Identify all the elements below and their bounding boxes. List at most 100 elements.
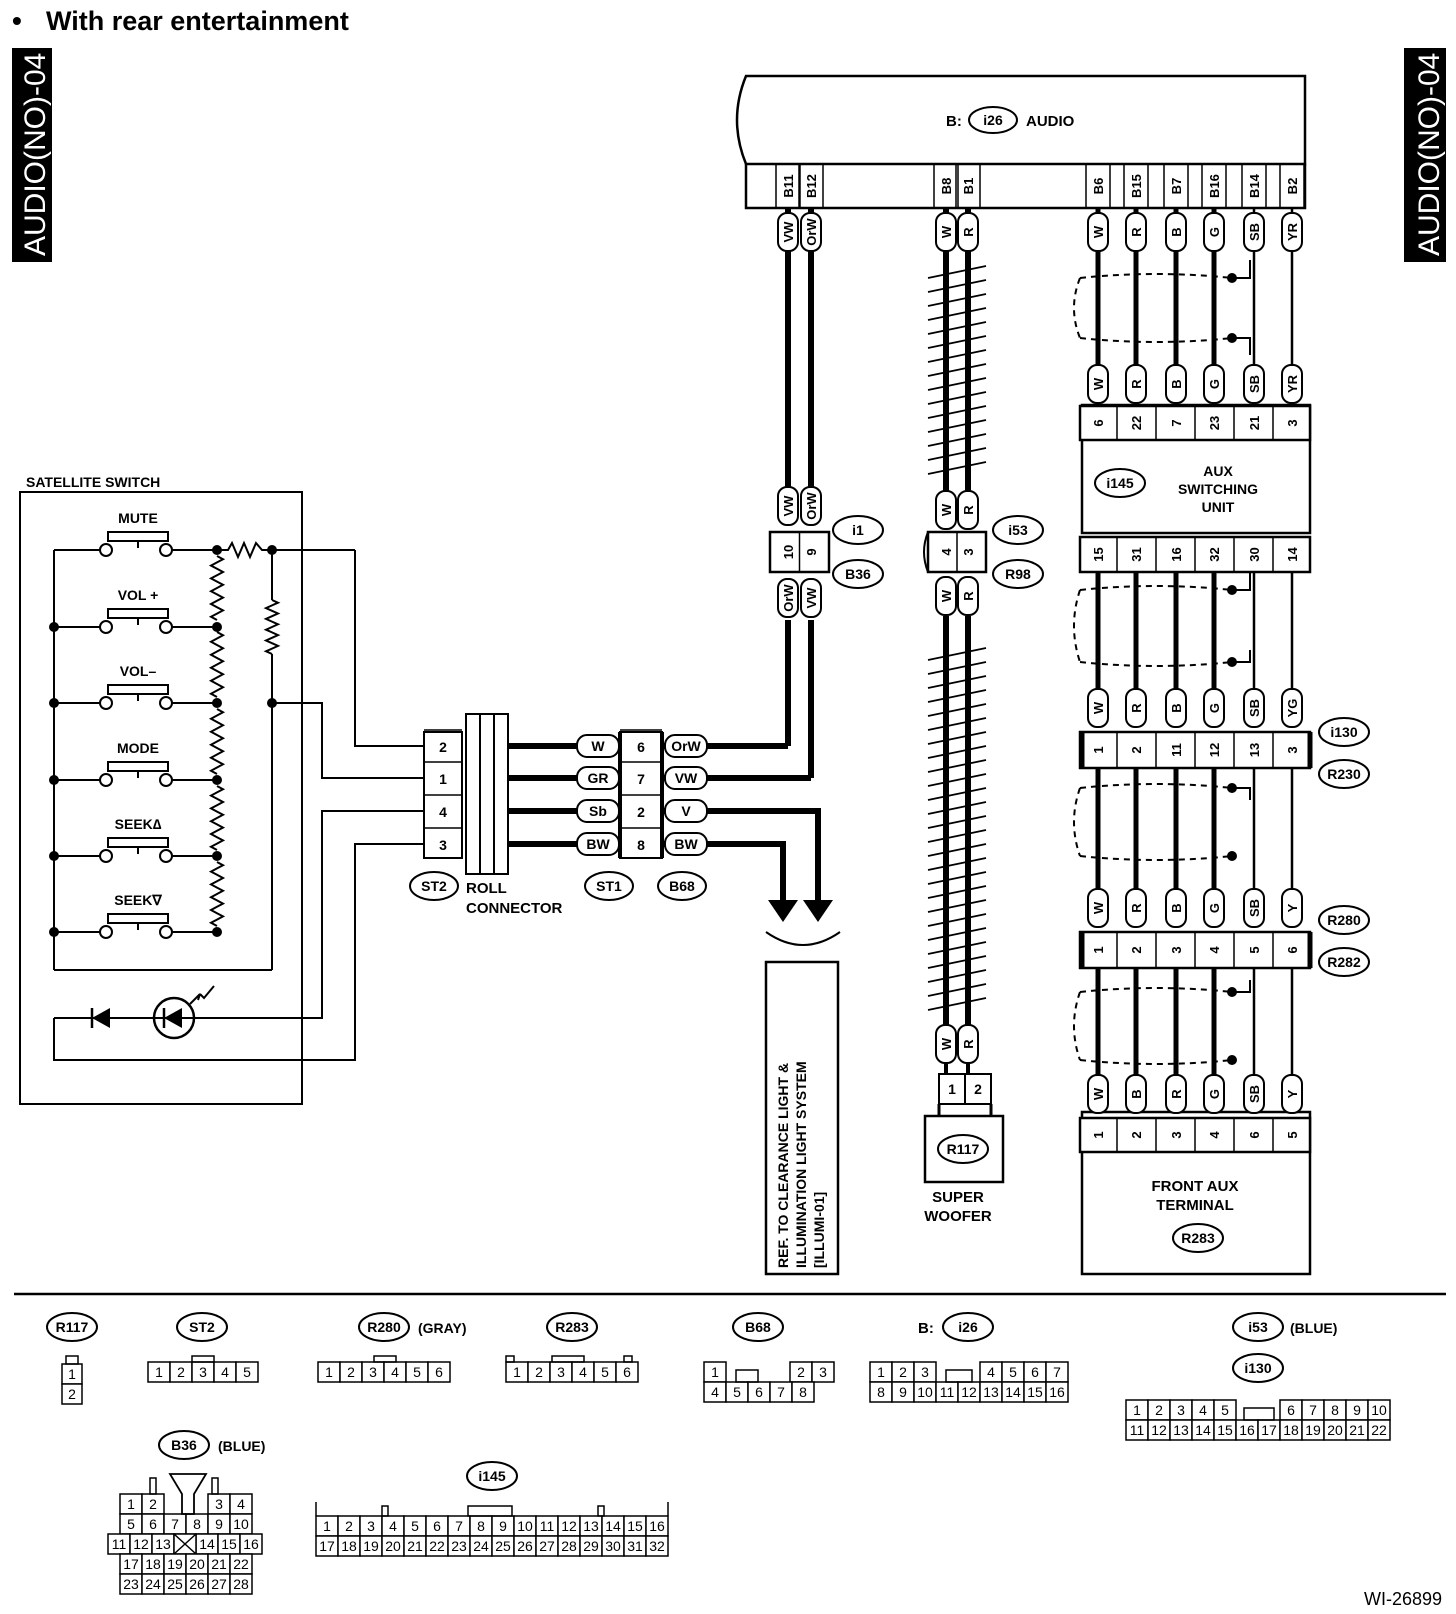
legend-i130-pin: 12	[1151, 1422, 1167, 1438]
aux-top-pins-pin: 3	[1285, 419, 1300, 426]
woofer-twist-upper	[927, 265, 987, 279]
audio-wire-tag-text: G	[1207, 227, 1222, 237]
audio-wire-tag	[800, 212, 822, 252]
i1-bottom-wire-tag-text: VW	[804, 587, 819, 609]
legend-b36-pin: 6	[149, 1516, 157, 1532]
st1-wire-tag-text: Sb	[589, 803, 607, 819]
legend-i26-id: i26	[958, 1319, 978, 1335]
aux-id: i145	[1106, 475, 1133, 491]
legend-st2-id: ST2	[189, 1319, 215, 1335]
front-aux-wire-tag-text: W	[1091, 1087, 1106, 1100]
audio-wire-tag-text: W	[1091, 225, 1106, 238]
audio-wire-tag	[1125, 212, 1147, 252]
legend-i130-pin: 11	[1130, 1422, 1145, 1438]
i53-top-wire-tag	[957, 490, 979, 530]
shield-loop	[1073, 277, 1081, 339]
i130-pins-pin: 11	[1169, 743, 1184, 757]
legend-b36-pin: 7	[171, 1516, 179, 1532]
legend-i26-pin: 13	[983, 1384, 999, 1400]
aux-top-pins-pin: 23	[1207, 416, 1222, 430]
b68-id: B68	[669, 878, 695, 894]
legend-r283-pin: 3	[557, 1364, 565, 1380]
legend-r283-pin: 4	[579, 1364, 587, 1380]
woofer-twist-lower	[927, 773, 987, 787]
legend-i26-pin: 11	[940, 1384, 955, 1400]
legend-b36-pin: 23	[123, 1576, 139, 1592]
audio-pin-B14: B14	[1247, 173, 1262, 198]
legend-i145-pin: 8	[477, 1518, 485, 1534]
satellite-button-label: SEEK∇	[114, 892, 162, 908]
legend-r283-pin: 1	[513, 1364, 521, 1380]
legend-i145-pin: 28	[561, 1538, 577, 1554]
legend-i145-pin: 25	[495, 1538, 511, 1554]
legend-r280-pin: 6	[435, 1364, 443, 1380]
junction	[1227, 1055, 1237, 1065]
legend-b36-pin: 8	[193, 1516, 201, 1532]
legend-b36-pin: 21	[211, 1556, 227, 1572]
shield-drain	[1232, 337, 1251, 355]
st1-wire-tag-text: BW	[586, 836, 610, 852]
woofer-twist-upper	[927, 447, 987, 461]
i53-bottom-wire-tag	[957, 576, 979, 616]
aux-bottom-pins-pin: 30	[1247, 547, 1262, 561]
legend-i145-pin: 29	[583, 1538, 599, 1554]
woofer-name: SUPER	[932, 1189, 984, 1206]
audio-wire-tag-text: VW	[781, 221, 796, 243]
junction	[212, 622, 222, 632]
aux-top-wire-tag-text: SB	[1247, 375, 1262, 393]
legend-b36-pin: 22	[233, 1556, 249, 1572]
b68-wire-tag	[664, 832, 708, 856]
legend-r117-id-oval	[46, 1312, 98, 1342]
woofer-twist-lower	[927, 955, 987, 969]
woofer-twist-lower	[927, 829, 987, 843]
front-aux-pins-pin: 4	[1207, 1131, 1222, 1139]
legend-i145-pin: 19	[363, 1538, 379, 1554]
legend-i26-pin: 5	[1009, 1364, 1017, 1380]
woofer-twist-upper	[927, 363, 987, 377]
i130-wire-tag-text: SB	[1247, 699, 1262, 717]
legend-i26-pin: 12	[961, 1384, 977, 1400]
roll-connector-label-1: ROLL	[466, 880, 507, 897]
b36-id: B36	[845, 566, 871, 582]
woofer-twist-lower	[927, 969, 987, 983]
switch-contact	[159, 849, 173, 863]
legend-i130-pin: 13	[1173, 1422, 1189, 1438]
i53-top-wire-tag-text: R	[961, 505, 976, 515]
legend-st2-pin: 4	[221, 1364, 229, 1380]
i130-wire-tag-text: YG	[1285, 699, 1300, 718]
legend-i145-pin: 23	[451, 1538, 467, 1554]
legend-i145-pin: 27	[539, 1538, 555, 1554]
ref-box	[764, 960, 840, 1276]
legend-i145-pin: 30	[605, 1538, 621, 1554]
front-aux-wire-tag-text: B	[1129, 1089, 1144, 1098]
legend-b68-pin: 8	[799, 1384, 807, 1400]
b68-wire-tag-text: V	[681, 803, 691, 819]
legend-i145-pin: 9	[499, 1518, 507, 1534]
legend-r117-id: R117	[56, 1319, 89, 1335]
shield-drain	[1232, 787, 1251, 800]
woofer-twist-upper	[927, 307, 987, 321]
satellite-button-label: MODE	[117, 740, 159, 756]
switch-contact	[159, 925, 173, 939]
front-aux-wire-tag	[1165, 1074, 1187, 1114]
legend-b68-pin: 7	[777, 1384, 785, 1400]
legend-i130-pin: 20	[1327, 1422, 1343, 1438]
woofer-twist-upper	[927, 461, 987, 475]
shield-drain	[1232, 650, 1251, 663]
legend-b68-cell	[811, 1361, 835, 1383]
woofer-twist-lower	[927, 703, 987, 717]
shield-loop-2	[1073, 589, 1081, 663]
front-aux-pins-pin: 2	[1129, 1131, 1144, 1138]
legend-i145-id-oval	[466, 1461, 518, 1491]
roll-connector-label-2: CONNECTOR	[466, 900, 563, 917]
legend-r283-pin: 6	[623, 1364, 631, 1380]
i1-id-oval	[832, 515, 884, 545]
r280-pins-pin: 5	[1247, 946, 1262, 953]
legend-b36-pin: 1	[127, 1496, 135, 1512]
legend-i130-pin: 14	[1195, 1422, 1211, 1438]
legend-r280-pin: 1	[325, 1364, 333, 1380]
header-title: With rear entertainment	[46, 6, 349, 36]
legend-r117-cell	[61, 1383, 83, 1405]
i53-id-oval	[992, 515, 1044, 545]
st1-id: ST1	[596, 878, 622, 894]
